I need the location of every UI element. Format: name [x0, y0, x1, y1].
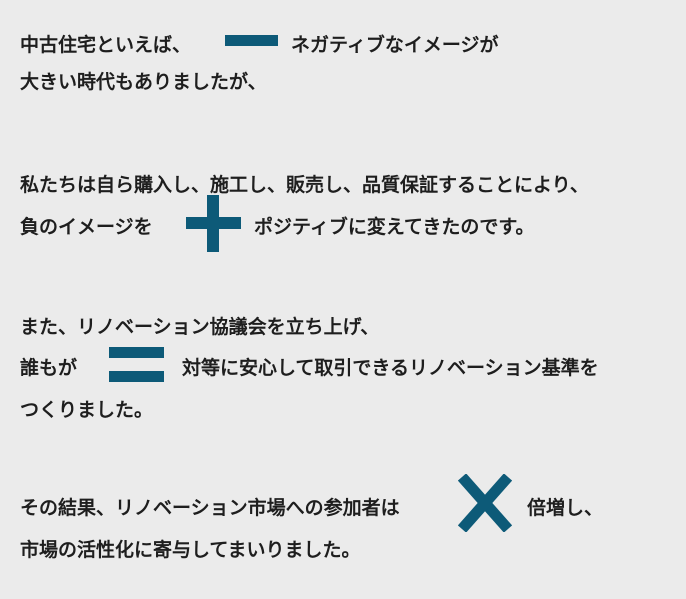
paragraph-2-line-2-start: 負のイメージを	[20, 216, 153, 238]
equals-icon	[109, 347, 164, 382]
plus-icon	[186, 195, 241, 252]
paragraph-4-line-1-start: その結果、リノベーション市場への参加者は	[20, 497, 400, 519]
minus-icon	[225, 35, 278, 46]
paragraph-2-line-1: 私たちは自ら購入し、施工し、販売し、品質保証することにより、	[20, 174, 589, 196]
paragraph-1-line-1-end: ネガティブなイメージが	[291, 34, 499, 56]
paragraph-3-line-2-start: 誰もが	[20, 357, 78, 379]
paragraph-4-line-1-end: 倍増し、	[527, 497, 604, 519]
paragraph-1-line-1-start: 中古住宅といえば、	[20, 34, 192, 56]
paragraph-3-line-3: つくりました。	[20, 399, 154, 421]
paragraph-1-line-2: 大きい時代もありましたが、	[20, 71, 267, 93]
multiply-icon	[458, 474, 512, 532]
paragraph-3-line-2-end: 対等に安心して取引できるリノベーション基準を	[182, 357, 599, 379]
paragraph-3-line-1: また、リノベーション協議会を立ち上げ、	[20, 316, 380, 338]
paragraph-4-line-2: 市場の活性化に寄与してまいりました。	[20, 539, 361, 561]
paragraph-2-line-2-end: ポジティブに変えてきたのです。	[254, 216, 535, 238]
